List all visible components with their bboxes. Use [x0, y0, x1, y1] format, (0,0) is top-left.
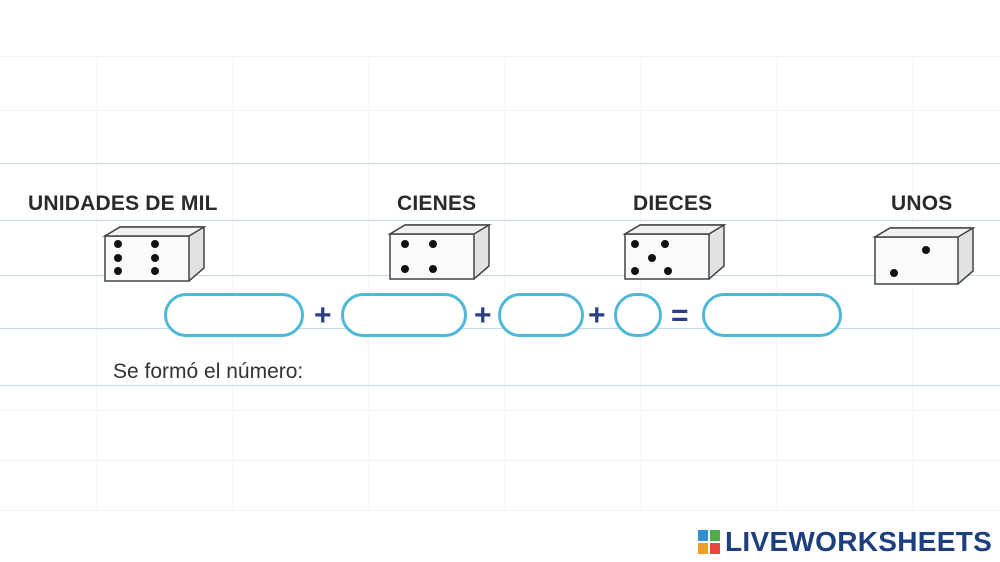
die-six-icon: [102, 226, 207, 282]
die-two-icon: [872, 227, 976, 285]
background-grid-line: [0, 56, 1000, 57]
plus-sign: +: [474, 299, 492, 332]
ruled-line: [0, 328, 1000, 329]
background-grid-line: [96, 56, 97, 511]
equals-sign: =: [671, 299, 689, 332]
plus-sign: +: [314, 299, 332, 332]
ruled-line: [0, 275, 1000, 276]
background-grid-line: [232, 56, 233, 511]
background-grid-line: [0, 510, 1000, 511]
answer-ones-input[interactable]: [614, 293, 662, 337]
result-sentence: Se formó el número:: [113, 360, 304, 383]
answer-total-input[interactable]: [702, 293, 842, 337]
die-five-icon: [622, 224, 727, 280]
background-grid-line: [504, 56, 505, 511]
background-grid-line: [0, 460, 1000, 461]
heading-tens: DIECES: [633, 192, 713, 215]
die-four-icon: [387, 224, 492, 280]
answer-thousands-input[interactable]: [164, 293, 304, 337]
ruled-line: [0, 163, 1000, 164]
heading-thousands: UNIDADES DE MIL: [28, 192, 218, 215]
plus-sign: +: [588, 299, 606, 332]
answer-tens-input[interactable]: [498, 293, 584, 337]
heading-ones: UNOS: [891, 192, 953, 215]
background-grid-line: [0, 410, 1000, 411]
background-grid-line: [640, 56, 641, 511]
answer-hundreds-input[interactable]: [341, 293, 467, 337]
background-grid-line: [776, 56, 777, 511]
ruled-line: [0, 220, 1000, 221]
background-grid-line: [368, 56, 369, 511]
heading-hundreds: CIENES: [397, 192, 477, 215]
liveworksheets-logo: LIVEWORKSHEETS: [697, 526, 992, 558]
brand-name: LIVEWORKSHEETS: [725, 526, 993, 557]
background-grid-line: [0, 110, 1000, 111]
ruled-line: [0, 385, 1000, 386]
liveworksheets-logo-icon: [698, 530, 720, 554]
